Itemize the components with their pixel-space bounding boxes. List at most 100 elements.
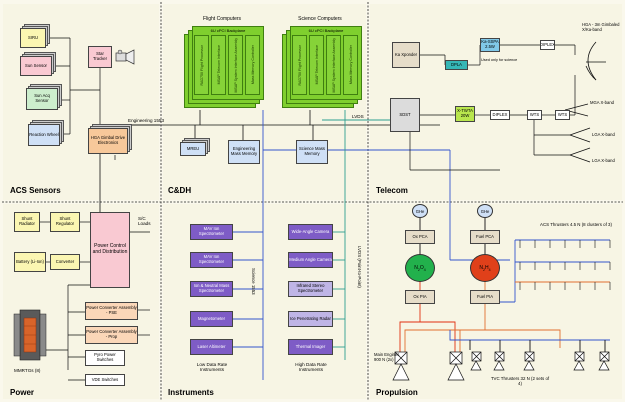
ka-xponder-box: Ka Xponder — [392, 42, 420, 68]
high-rate-caption: High Data Rate Instruments — [295, 362, 327, 372]
high-rate-instrument-1: Wide-Angle Camera — [288, 224, 333, 240]
flight-card-1-label: RAD750 Flight Processor — [199, 44, 204, 86]
lga-label-2: LGA X-band — [592, 158, 615, 163]
high-rate-instrument-5: Thermal Imager — [288, 339, 333, 355]
diplex-bottom-box: DIPLEX — [490, 110, 510, 120]
high-rate-instrument-3: Infrared Stereo Spectrometer — [288, 281, 333, 297]
sdst-box: SDST — [390, 98, 420, 132]
flight-card-2: MSAP Telecom Interface — [211, 35, 226, 95]
science-bus — [233, 110, 510, 380]
ghe-tank-ox: GHe — [412, 204, 428, 218]
mreu-box: MREU — [180, 142, 206, 156]
engineering-mass-memory-box: Engineering Mass Memory — [228, 140, 260, 164]
acs-thrusters-label: ACS Thrusters 4.5 N (8 clusters of 3) — [540, 222, 612, 227]
flight-card-3-label: MSAP System Interface Assembly — [233, 37, 238, 93]
n2h4-formula-label: N2H4 — [479, 264, 491, 272]
shunt-regulator-box: Shunt Regulator — [50, 212, 80, 232]
power-title: Power — [10, 388, 35, 397]
cdh-title: C&DH — [168, 186, 192, 195]
valve-symbols — [394, 351, 610, 365]
science-card-4: Mass Memory Controller — [343, 35, 358, 95]
pyro-power-switches-box: Pyro Power Switches — [85, 350, 125, 366]
science-card-4-label: Mass Memory Controller — [348, 45, 353, 85]
flight-card-1: RAD750 Flight Processor — [194, 35, 209, 95]
lga-antennas — [564, 103, 591, 163]
science-mass-memory-box: Science Mass Memory — [296, 140, 328, 164]
flight-computers-label: Flight Computers — [202, 16, 242, 22]
flight-card-4: Mass Memory Controller — [245, 35, 260, 95]
propulsion-title: Propulsion — [376, 388, 418, 397]
acs-sensors-title: ACS Sensors — [10, 186, 61, 195]
acs-thruster-clusters — [519, 240, 611, 290]
hga-gimbal-drive-box: HGA Gimbal Drive Electronics — [88, 128, 128, 154]
pcad-box: Power Control and Distribution — [90, 212, 130, 288]
reaction-wheel-box: Reaction Wheel — [28, 124, 60, 146]
main-engines-label: Main Engines 900 N (2x) — [374, 352, 400, 362]
lvds-label: LVDS — [352, 114, 364, 119]
flight-card-3: MSAP System Interface Assembly — [228, 35, 243, 95]
science-card-3-label: MSAP System Interface Assembly — [331, 37, 336, 93]
ka-sspa-box: Ka-SSPA 2.5W — [480, 38, 500, 52]
wts-box-1: WTS — [527, 110, 542, 120]
science-card-1: RAD750 Flight Processor — [292, 35, 307, 95]
flight-card-2-label: MSAP Telecom Interface — [216, 45, 221, 85]
wts-box-2: WTS — [555, 110, 570, 120]
sc-loads-label: S/C Loads — [138, 216, 151, 226]
mmrtg-icon — [13, 309, 47, 361]
high-rate-instrument-2: Medium Angle Camera — [288, 252, 333, 268]
mmrtg-label: MMRTGs (8) — [14, 368, 41, 373]
ghe-tank-fuel: GHe — [477, 204, 493, 218]
science-card-3: MSAP System Interface Assembly — [326, 35, 341, 95]
used-for-science-label: Used only for science — [481, 58, 518, 62]
low-rate-instrument-4: Magnetometer — [190, 311, 233, 327]
diplex-top-box: DIPLEX — [540, 40, 555, 50]
low-rate-instrument-2: MAV Ion Spectrometer — [190, 252, 233, 268]
fuel-pia-box: Fuel PIA — [470, 290, 500, 304]
power-converter-prop-box: Power Converter Assembly - Prop — [85, 326, 138, 344]
propulsion-plumbing — [399, 218, 610, 352]
sun-sensor-box: Sun Sensor — [20, 56, 52, 76]
power-converter-pse-box: Power Converter Assembly - PSE — [85, 302, 138, 320]
n2o4-formula-label: N2O4 — [414, 264, 426, 272]
engine-nozzles — [392, 360, 610, 381]
mga-label: MGA X-band — [590, 100, 614, 105]
lvds-point-to-point-label: LVDS (Point-to-Point) — [357, 246, 362, 288]
dpla-box: DPLA — [445, 60, 468, 70]
fuel-pca-box: Fuel PCA — [470, 230, 500, 244]
converter-box: Converter — [50, 254, 80, 270]
lvds-links — [322, 110, 395, 360]
n2o4-oxidizer-tank: N2O4 — [405, 254, 435, 282]
x-twta-box: X-TWTA 20W — [455, 106, 475, 122]
low-rate-instrument-5: Laser Altimeter — [190, 339, 233, 355]
engineering-1553-label: Engineering 1553 — [128, 118, 165, 123]
high-rate-instrument-4: Ice Penetrating Radar — [288, 311, 333, 327]
vde-switches-box: VDE Switches — [85, 374, 125, 386]
low-rate-instrument-3: Ion & Neutral Mass Spectrometer — [190, 281, 233, 297]
star-tracker-box: Star Tracker — [88, 46, 112, 68]
star-tracker-camera-icon — [115, 49, 135, 65]
science-card-2: MSAP Telecom Interface — [309, 35, 324, 95]
science-card-2-label: MSAP Telecom Interface — [314, 45, 319, 85]
flight-card-4-label: Mass Memory Controller — [250, 45, 255, 85]
hga-dish — [585, 41, 606, 81]
hga-label: HGA - 3m Gimbaled X/Ka-band — [582, 22, 620, 33]
engineering-bus — [99, 110, 440, 230]
n2h4-fuel-tank: N2H4 — [470, 254, 500, 282]
flight-backplane-label: 6U cPCI Backplane — [210, 28, 246, 33]
science-backplane-label: 6U cPCI Backplane — [308, 28, 344, 33]
science-card-1-label: RAD750 Flight Processor — [297, 44, 302, 86]
shunt-radiator-box: Shunt Radiator — [14, 212, 40, 232]
telecom-title: Telecom — [376, 186, 408, 195]
sun-acq-sensor-box: Sun Acq Sensor — [26, 88, 58, 110]
low-rate-caption: Low Data Rate Instruments — [196, 362, 228, 372]
power-wiring — [40, 221, 150, 381]
siru-box: SIRU — [20, 28, 46, 48]
ox-pca-box: Ox PCA — [405, 230, 435, 244]
telecom-wiring — [409, 44, 576, 171]
tvc-thrusters-label: TVC Thrusters 32 N (2 sets of 4) — [490, 376, 550, 386]
power-panel — [3, 204, 159, 399]
lga-label-1: LGA X-band — [592, 132, 615, 137]
science-1553-label: Science 1553 — [251, 268, 256, 295]
